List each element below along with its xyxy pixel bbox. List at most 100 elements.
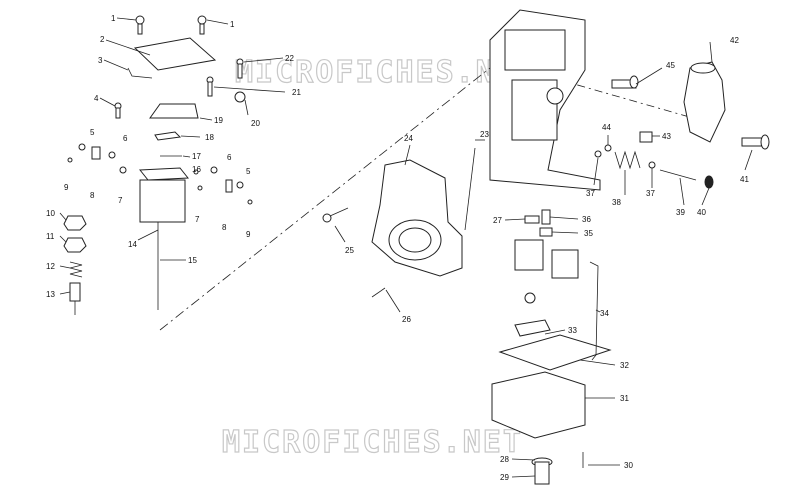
fitting-part-27 — [524, 215, 540, 224]
leader-19 — [199, 117, 213, 121]
washer-part-6b — [210, 166, 218, 174]
washer-part-5b — [236, 181, 244, 189]
link-part-18 — [154, 131, 182, 141]
cap-part-40 — [704, 175, 714, 189]
needle-part-13 — [69, 282, 81, 315]
label-12: 12 — [46, 262, 55, 271]
label-32: 32 — [620, 361, 629, 370]
screw-part-39 — [659, 169, 697, 181]
leader-32 — [579, 359, 616, 366]
leader-1b — [206, 19, 229, 25]
label-39: 39 — [676, 208, 685, 217]
label-4: 4 — [94, 94, 99, 103]
label-37a: 37 — [586, 189, 595, 198]
washer-part-6a — [108, 151, 116, 159]
nut-part-11 — [63, 237, 87, 253]
label-23: 23 — [480, 130, 489, 139]
watermark-bottom: MICROFICHES.NET — [222, 425, 523, 460]
label-15: 15 — [188, 256, 197, 265]
screw-part-41 — [741, 134, 770, 150]
ring-part — [524, 292, 536, 304]
leader-20 — [244, 99, 249, 116]
ring-part-9b — [247, 199, 253, 205]
nut-part-10 — [63, 215, 87, 231]
label-18: 18 — [205, 133, 214, 142]
leader-33 — [544, 329, 566, 335]
ring-part-9a — [67, 157, 73, 163]
label-1b: 1 — [230, 20, 235, 29]
leader-10 — [59, 212, 67, 221]
fitting-part-35 — [539, 227, 553, 237]
leader-41 — [744, 149, 753, 171]
label-6a: 6 — [123, 134, 128, 143]
float-part-34 — [514, 239, 579, 279]
label-20: 20 — [251, 119, 260, 128]
clip-part-8a — [91, 146, 101, 160]
label-8b: 8 — [222, 223, 227, 232]
intake-manifold-part-24 — [371, 159, 463, 277]
pin-part-26 — [371, 287, 386, 298]
label-1a: 1 — [111, 14, 116, 23]
label-24: 24 — [404, 134, 413, 143]
screw-part-1b — [197, 15, 207, 35]
label-6b: 6 — [227, 153, 232, 162]
spring-part-12 — [69, 261, 83, 278]
leader-2 — [105, 39, 151, 56]
leader-35 — [551, 231, 579, 234]
leader-21 — [213, 86, 286, 93]
label-7a: 7 — [118, 196, 123, 205]
fitting-part-36 — [541, 209, 551, 225]
label-43: 43 — [662, 132, 671, 141]
assembly-line-left — [159, 59, 501, 331]
float-bowl-part-31 — [491, 371, 586, 439]
label-38: 38 — [612, 198, 621, 207]
fitting-part-45 — [611, 75, 639, 89]
label-35: 35 — [584, 229, 593, 238]
label-44: 44 — [602, 123, 611, 132]
leader-14 — [137, 229, 159, 241]
label-9a: 9 — [64, 183, 69, 192]
leader-39 — [679, 177, 685, 206]
leader-1a — [116, 17, 137, 21]
leader-18 — [180, 135, 201, 138]
cover-plate-part-2 — [133, 37, 217, 71]
label-21: 21 — [292, 88, 301, 97]
leader-42 — [709, 41, 713, 63]
label-10: 10 — [46, 209, 55, 218]
drain-fitting-part-28-29 — [531, 457, 553, 485]
label-41: 41 — [740, 175, 749, 184]
screw-part-25 — [322, 207, 349, 223]
gasket-part-32 — [498, 334, 612, 371]
label-29: 29 — [500, 473, 509, 482]
spring-part-38 — [614, 150, 641, 170]
leader-28 — [511, 458, 536, 461]
float-arm-part — [514, 319, 551, 337]
label-11: 11 — [46, 232, 55, 241]
leader-29 — [511, 475, 536, 478]
label-33: 33 — [568, 326, 577, 335]
throttle-cover-part-42 — [683, 61, 726, 143]
leader-36 — [549, 216, 579, 220]
leader-13 — [59, 291, 71, 295]
label-31: 31 — [620, 394, 629, 403]
leader-24 — [404, 144, 411, 166]
label-8a: 8 — [90, 191, 95, 200]
label-5b: 5 — [246, 167, 251, 176]
leader-25 — [334, 225, 346, 243]
label-40: 40 — [697, 208, 706, 217]
washer-part-7b — [197, 185, 203, 191]
leader-45 — [635, 67, 663, 85]
label-19: 19 — [214, 116, 223, 125]
carburetor-body-part-23 — [464, 9, 601, 231]
label-13: 13 — [46, 290, 55, 299]
screw-part-21 — [206, 76, 214, 97]
label-9b: 9 — [246, 230, 251, 239]
label-16: 16 — [192, 165, 201, 174]
label-37b: 37 — [646, 189, 655, 198]
nut-part-20 — [234, 91, 246, 103]
leader-4 — [99, 97, 116, 107]
leader-22 — [243, 57, 284, 63]
ring-part-44 — [604, 144, 612, 152]
